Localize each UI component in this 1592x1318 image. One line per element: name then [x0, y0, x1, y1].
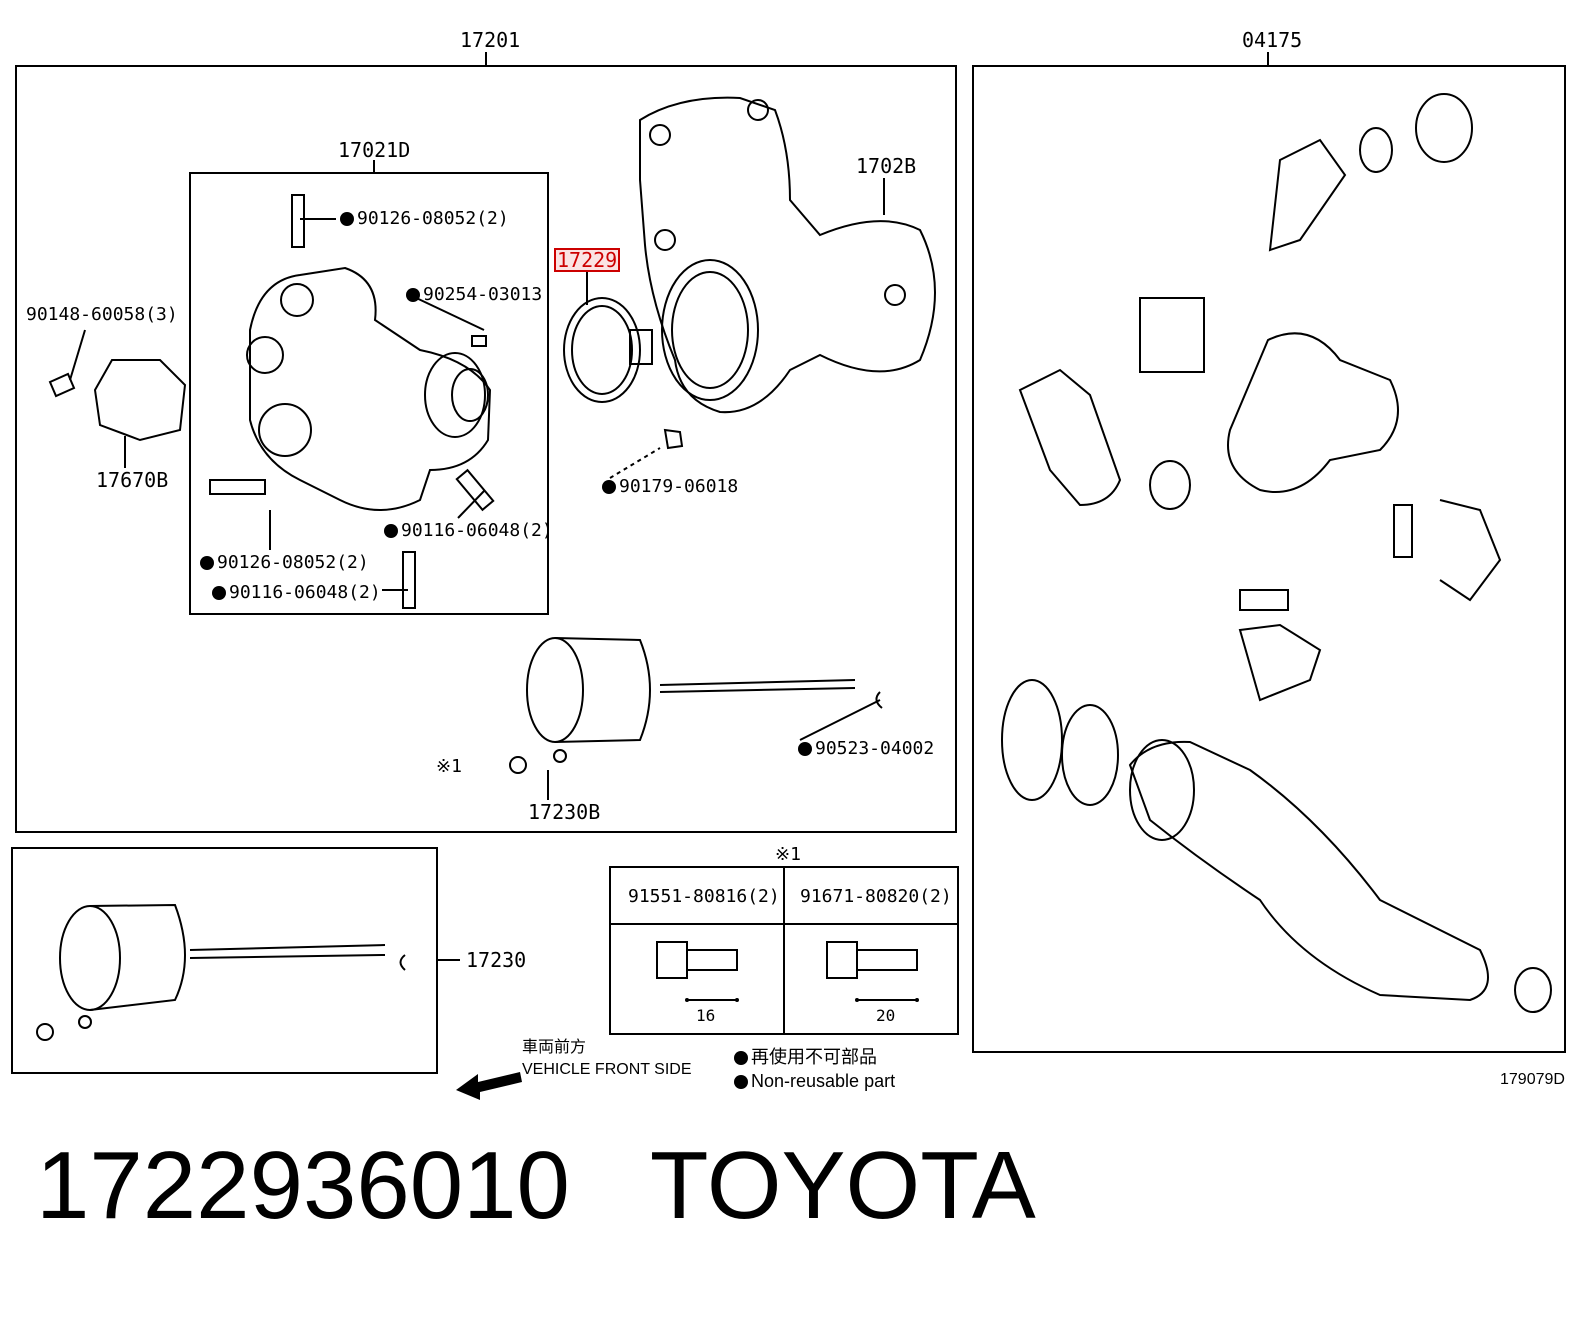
label-assembly-17021D: 17021D — [338, 138, 411, 162]
label-part-17670B: 17670B — [96, 468, 169, 492]
legend-front-en: VEHICLE FRONT SIDE — [522, 1061, 692, 1078]
label-ref-note: ※1 — [436, 756, 462, 777]
footer-brand: TOYOTA — [649, 1132, 1036, 1239]
label-part-1702B: 1702B — [856, 154, 917, 178]
nonreusable-dot-icon — [384, 524, 398, 538]
assembly-17021D-frame — [189, 172, 549, 615]
label-fastener-90523: 90523-04002 — [798, 740, 934, 758]
label-fastener-90126-bottom: 90126-08052(2) — [200, 554, 369, 572]
bolt-table-col2-length: 20 — [876, 1006, 896, 1025]
nonreusable-dot-icon — [734, 1051, 748, 1065]
nonreusable-dot-icon — [734, 1075, 748, 1089]
bolt-table-note: ※1 — [775, 844, 801, 865]
front-arrow-icon — [456, 1072, 522, 1100]
assembly-17230-frame — [11, 847, 438, 1074]
nonreusable-dot-icon — [212, 586, 226, 600]
label-fastener-90148: 90148-60058(3) — [26, 304, 178, 325]
nonreusable-dot-icon — [406, 288, 420, 302]
nonreusable-dot-icon — [340, 212, 354, 226]
bolt-table-col2-part: 91671-80820(2) — [800, 886, 952, 907]
nonreusable-dot-icon — [602, 480, 616, 494]
label-fastener-90179: 90179-06018 — [602, 478, 738, 496]
bolt-table-col1-length: 16 — [696, 1006, 716, 1025]
label-fastener-90254: 90254-03013 — [406, 286, 542, 304]
label-part-17230: 17230 — [466, 948, 527, 972]
assembly-04175-frame — [972, 65, 1566, 1053]
label-assembly-17201: 17201 — [460, 28, 521, 52]
legend-nonreuse-jp: 再使用不可部品 — [734, 1048, 877, 1066]
label-fastener-90116-right: 90116-06048(2) — [384, 522, 553, 540]
assembly-17201-frame — [15, 65, 957, 833]
label-assembly-04175: 04175 — [1242, 28, 1303, 52]
legend-front-jp: 車両前方 — [522, 1039, 587, 1056]
legend-nonreuse-en: Non-reusable part — [734, 1072, 895, 1090]
label-part-17230B: 17230B — [528, 800, 601, 824]
diagram-code: 179079D — [1500, 1071, 1565, 1088]
nonreusable-dot-icon — [200, 556, 214, 570]
bolt-table-col1-part: 91551-80816(2) — [628, 886, 780, 907]
footer-part-number: 1722936010 — [36, 1132, 570, 1239]
label-part-17229-highlighted: 17229 — [553, 248, 621, 272]
label-fastener-90126-top: 90126-08052(2) — [340, 210, 509, 228]
nonreusable-dot-icon — [798, 742, 812, 756]
label-fastener-90116-bottom: 90116-06048(2) — [212, 584, 381, 602]
